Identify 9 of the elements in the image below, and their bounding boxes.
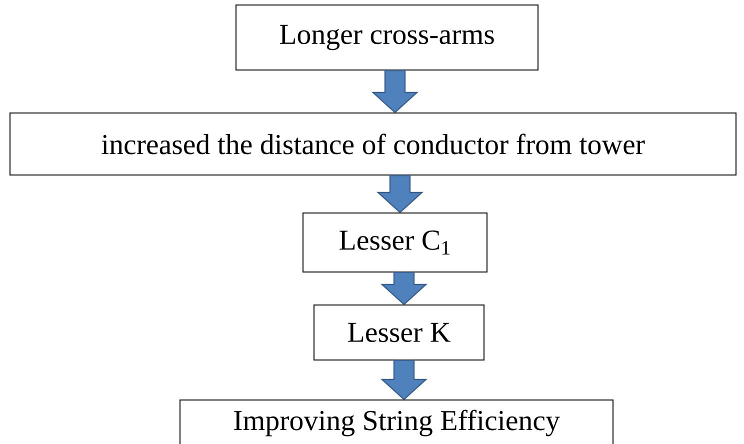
process-box: Lesser K [314, 304, 484, 360]
process-box: increased the distance of conductor from tower [10, 112, 736, 176]
process-box: Longer cross-arms [236, 4, 538, 70]
block-arrow [371, 70, 419, 114]
process-box: Lesser C$_{1}$ [302, 212, 488, 272]
block-arrow [380, 360, 428, 400]
block-arrow [380, 272, 428, 306]
block-arrow [376, 174, 424, 214]
process-box: Improving String Efficiency [180, 400, 614, 444]
